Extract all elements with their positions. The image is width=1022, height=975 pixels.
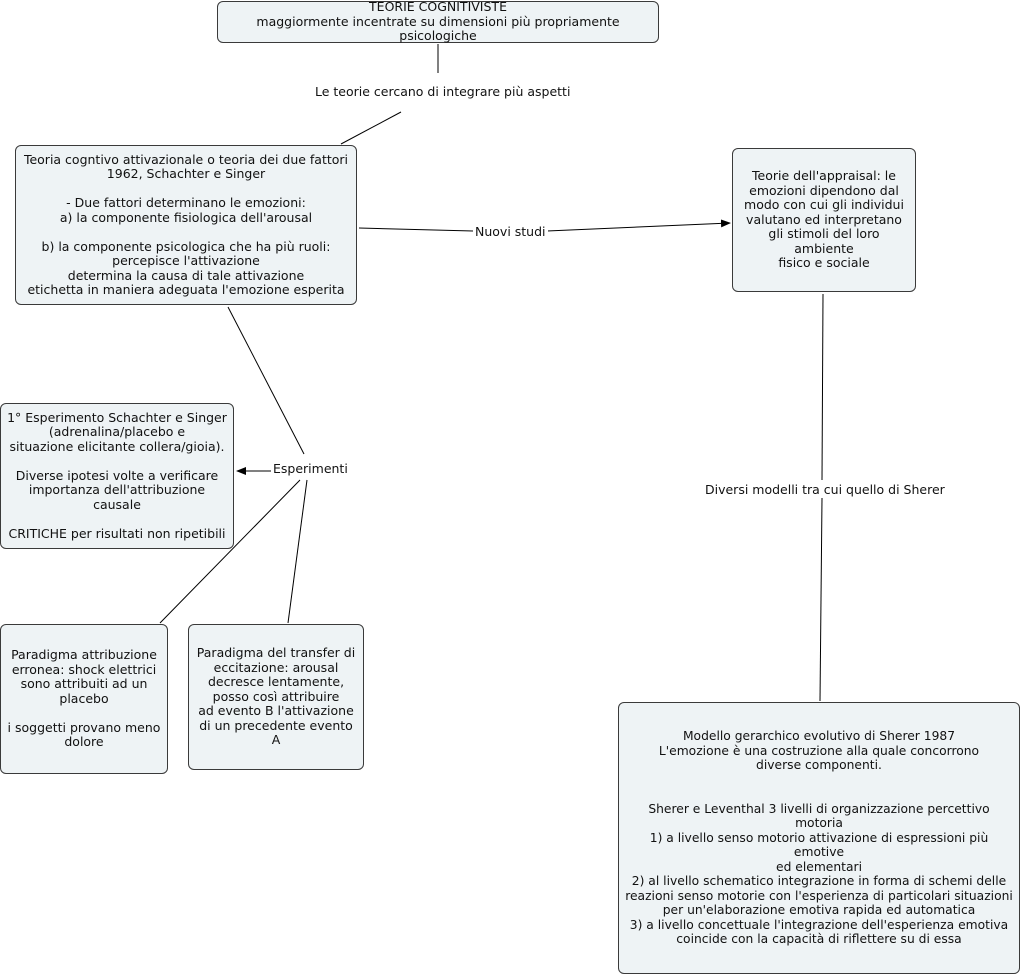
link-label-models: Diversi modelli tra cui quello di Sherer xyxy=(703,482,947,497)
node-appraisal-theories[interactable]: Teorie dell'appraisal: le emozioni dipen… xyxy=(732,148,916,292)
node-first-experiment[interactable]: 1° Esperimento Schachter e Singer (adren… xyxy=(0,403,234,549)
node-sherer-model[interactable]: Modello gerarchico evolutivo di Sherer 1… xyxy=(618,702,1020,974)
line-appraisal-to-models xyxy=(821,293,824,481)
link-label-new-studies: Nuovi studi xyxy=(473,224,548,239)
line-newstudies-to-appraisal xyxy=(546,219,731,232)
line-experiments-to-transfer xyxy=(287,479,308,624)
node-cognitive-theories[interactable]: TEORIE COGNITIVISTE maggiormente incentr… xyxy=(217,0,659,43)
line-models-to-sherer xyxy=(819,497,823,702)
line-schachter-to-newstudies xyxy=(358,227,474,232)
link-label-integrate: Le teorie cercano di integrare più aspet… xyxy=(313,84,573,99)
node-misattribution-paradigm[interactable]: Paradigma attribuzione erronea: shock el… xyxy=(0,624,168,774)
node-excitation-transfer[interactable]: Paradigma del transfer di eccitazione: a… xyxy=(188,624,364,770)
link-label-experiments: Esperimenti xyxy=(271,461,350,476)
line-integrate-to-schachter xyxy=(340,111,402,145)
line-experiments-to-misattribution xyxy=(159,479,301,624)
node-two-factor-theory[interactable]: Teoria cogntivo attivazionale o teoria d… xyxy=(15,145,357,305)
line-schachter-to-experiments xyxy=(227,306,305,455)
